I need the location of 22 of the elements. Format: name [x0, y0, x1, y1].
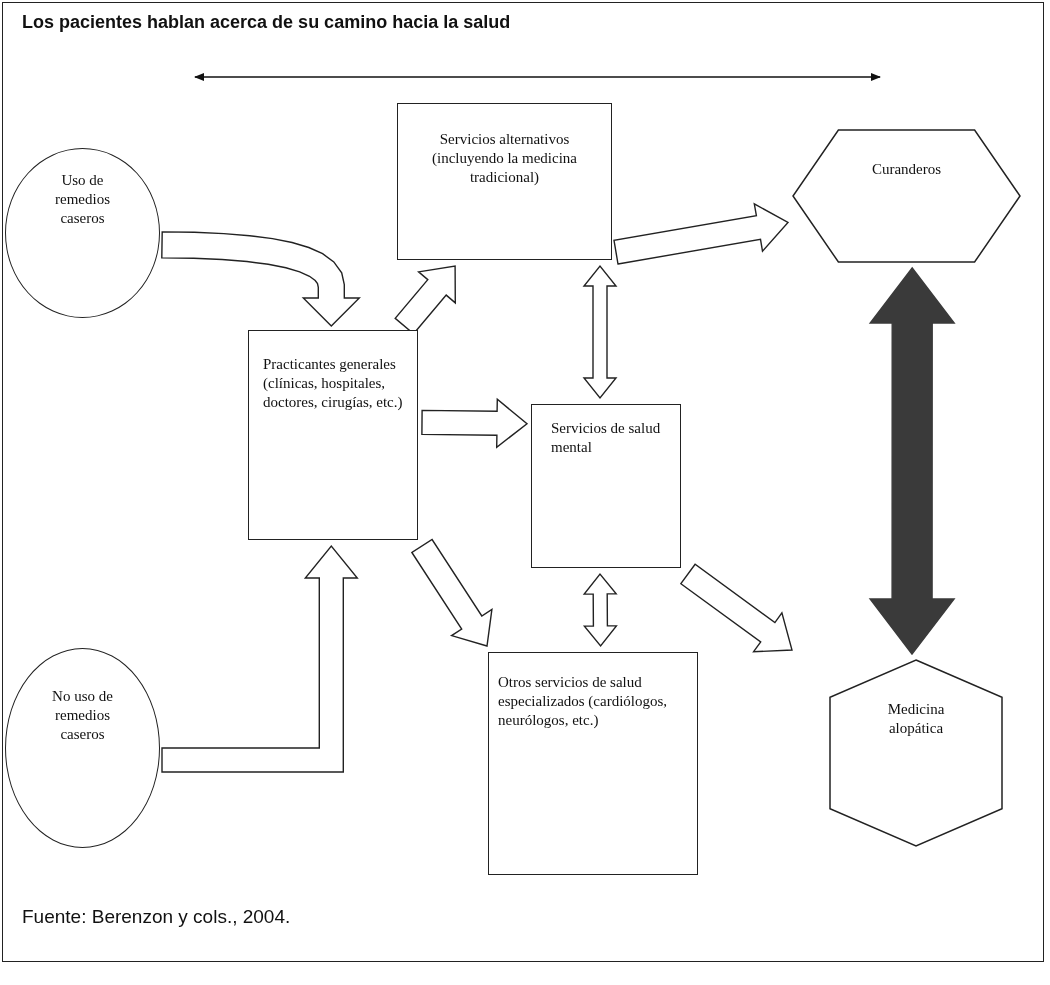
- node-text: Servicios de salud mental: [551, 419, 661, 457]
- node-text: Uso de remedios caseros: [54, 171, 111, 228]
- block-arrow: [582, 264, 618, 400]
- node-text: Servicios alternativos (incluyendo la medicina tradicional): [431, 130, 578, 187]
- caption: Fuente: Berenzon y cols., 2004.: [22, 906, 291, 928]
- block-arrow: [161, 544, 359, 773]
- block-arrow: [582, 572, 618, 648]
- node-text: No uso de remedios caseros: [51, 687, 114, 744]
- block-arrow: [613, 202, 790, 265]
- block-arrow: [410, 538, 493, 647]
- process-box: [488, 652, 698, 875]
- node-text: Practicantes generales (clínicas, hospitales, doctores, cirugías, etc.): [263, 355, 403, 412]
- block-arrow: [421, 397, 529, 449]
- title: Los pacientes hablan acerca de su camino hacia la salud: [22, 12, 511, 33]
- block-arrow: [868, 266, 956, 656]
- block-arrow: [679, 563, 793, 653]
- process-box: [397, 103, 612, 260]
- process-box: [248, 330, 418, 540]
- process-box: [531, 404, 681, 568]
- node-text: Medicina alopática: [886, 700, 946, 738]
- node-text: Otros servicios de salud especializados (cardiólogos, neurólogos, etc.): [498, 673, 669, 730]
- node-text: Curanderos: [870, 160, 943, 179]
